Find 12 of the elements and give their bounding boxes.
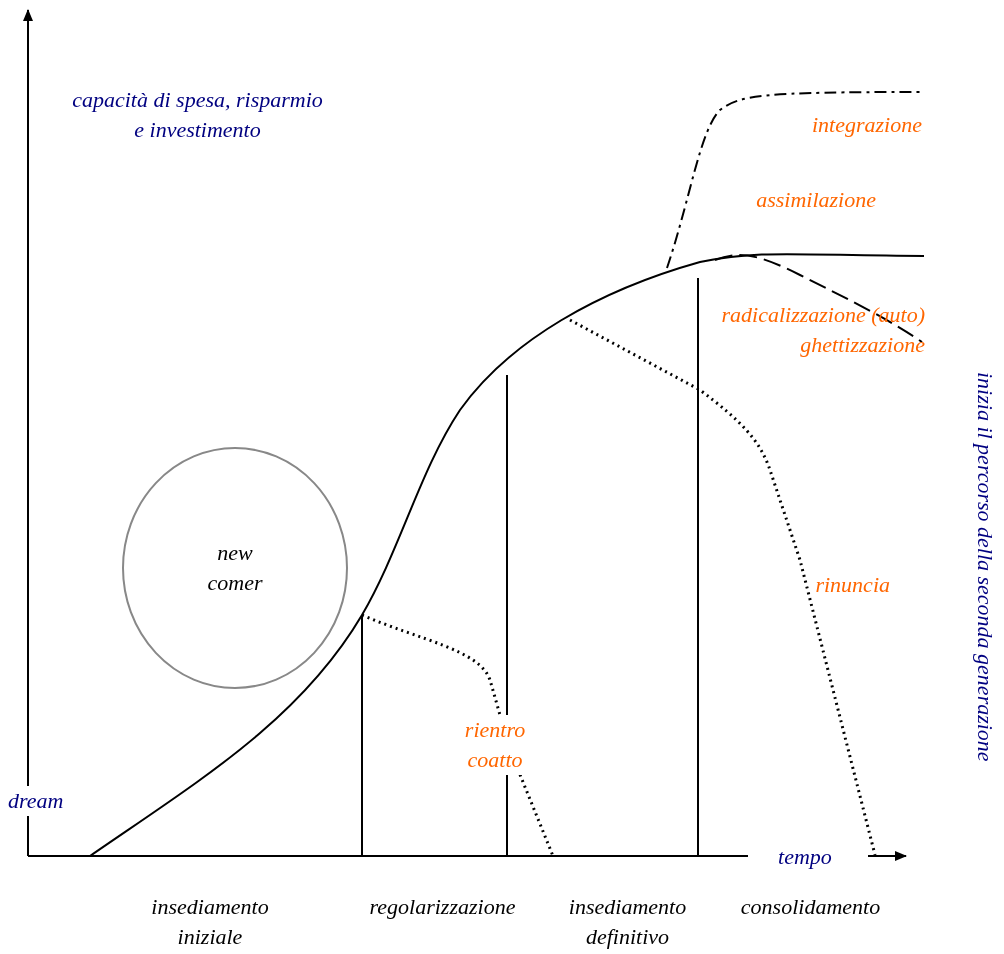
text-label: capacità di spesa, risparmio e investimento — [71, 86, 324, 144]
text-label: tempo — [777, 843, 833, 871]
text-label: rinuncia — [814, 571, 890, 599]
text-label: insediamento definitivo — [567, 893, 688, 951]
text-label: consolidamento — [739, 893, 882, 921]
text-label: insediamento iniziale — [150, 893, 270, 951]
text-label: radicalizzazione (auto) ghettizzazione — [720, 301, 925, 359]
text-label: regolarizzazione — [368, 893, 517, 921]
node-label: new comer — [206, 539, 264, 597]
text-label: assimilazione — [755, 186, 876, 214]
text-label: integrazione — [811, 111, 922, 139]
vertical-label: inizia il percorso della seconda generazione — [972, 372, 999, 762]
